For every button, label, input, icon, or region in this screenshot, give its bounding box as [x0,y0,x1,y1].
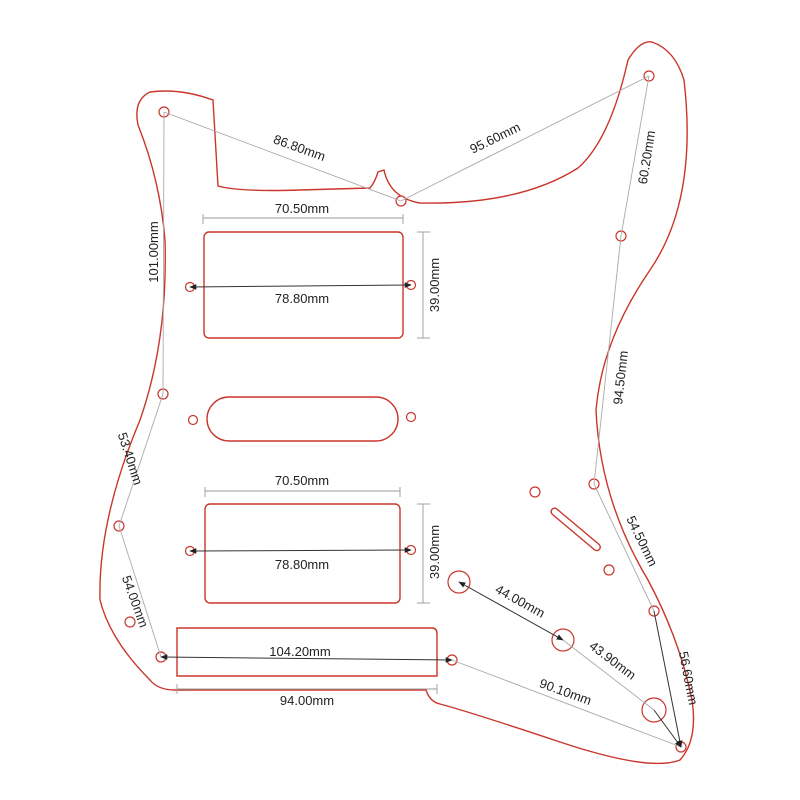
label-cavity-mount: 104.20mm [269,644,330,659]
label-bridge-pickup-height: 39.00mm [427,525,442,579]
label-left-lower: 54.00mm [119,573,152,629]
middle-pickup-screw-left [187,414,199,426]
label-bridge-pickup-width: 70.50mm [275,473,329,488]
label-knob-1-2: 44.00mm [493,581,548,620]
measurement-lines [118,75,683,748]
label-top-left: 86.80mm [272,131,328,164]
label-right-lower: 54.50mm [623,513,660,568]
middle-pickup-cutout [206,396,399,442]
switch-screw-hole-bottom [603,564,615,576]
label-neck-pickup-width: 70.50mm [275,201,329,216]
label-left-upper: 101.00mm [146,221,161,282]
label-top-right: 95.60mm [467,119,522,156]
switch-screw-hole-top [529,486,541,498]
label-right-bottom: 56.60mm [676,650,701,706]
label-right-mid: 94.50mm [610,350,631,405]
switch-slot [550,507,601,552]
label-neck-pickup-mount: 78.80mm [275,291,329,306]
label-bridge-pickup-mount: 78.80mm [275,557,329,572]
label-knob-2-3: 43.90mm [587,638,639,683]
middle-pickup-screw-right [405,411,417,423]
bridge-pickup-cutout [204,503,401,604]
pickguard-outline [99,41,695,765]
label-neck-pickup-height: 39.00mm [427,258,442,312]
label-cavity-width: 94.00mm [280,693,334,708]
